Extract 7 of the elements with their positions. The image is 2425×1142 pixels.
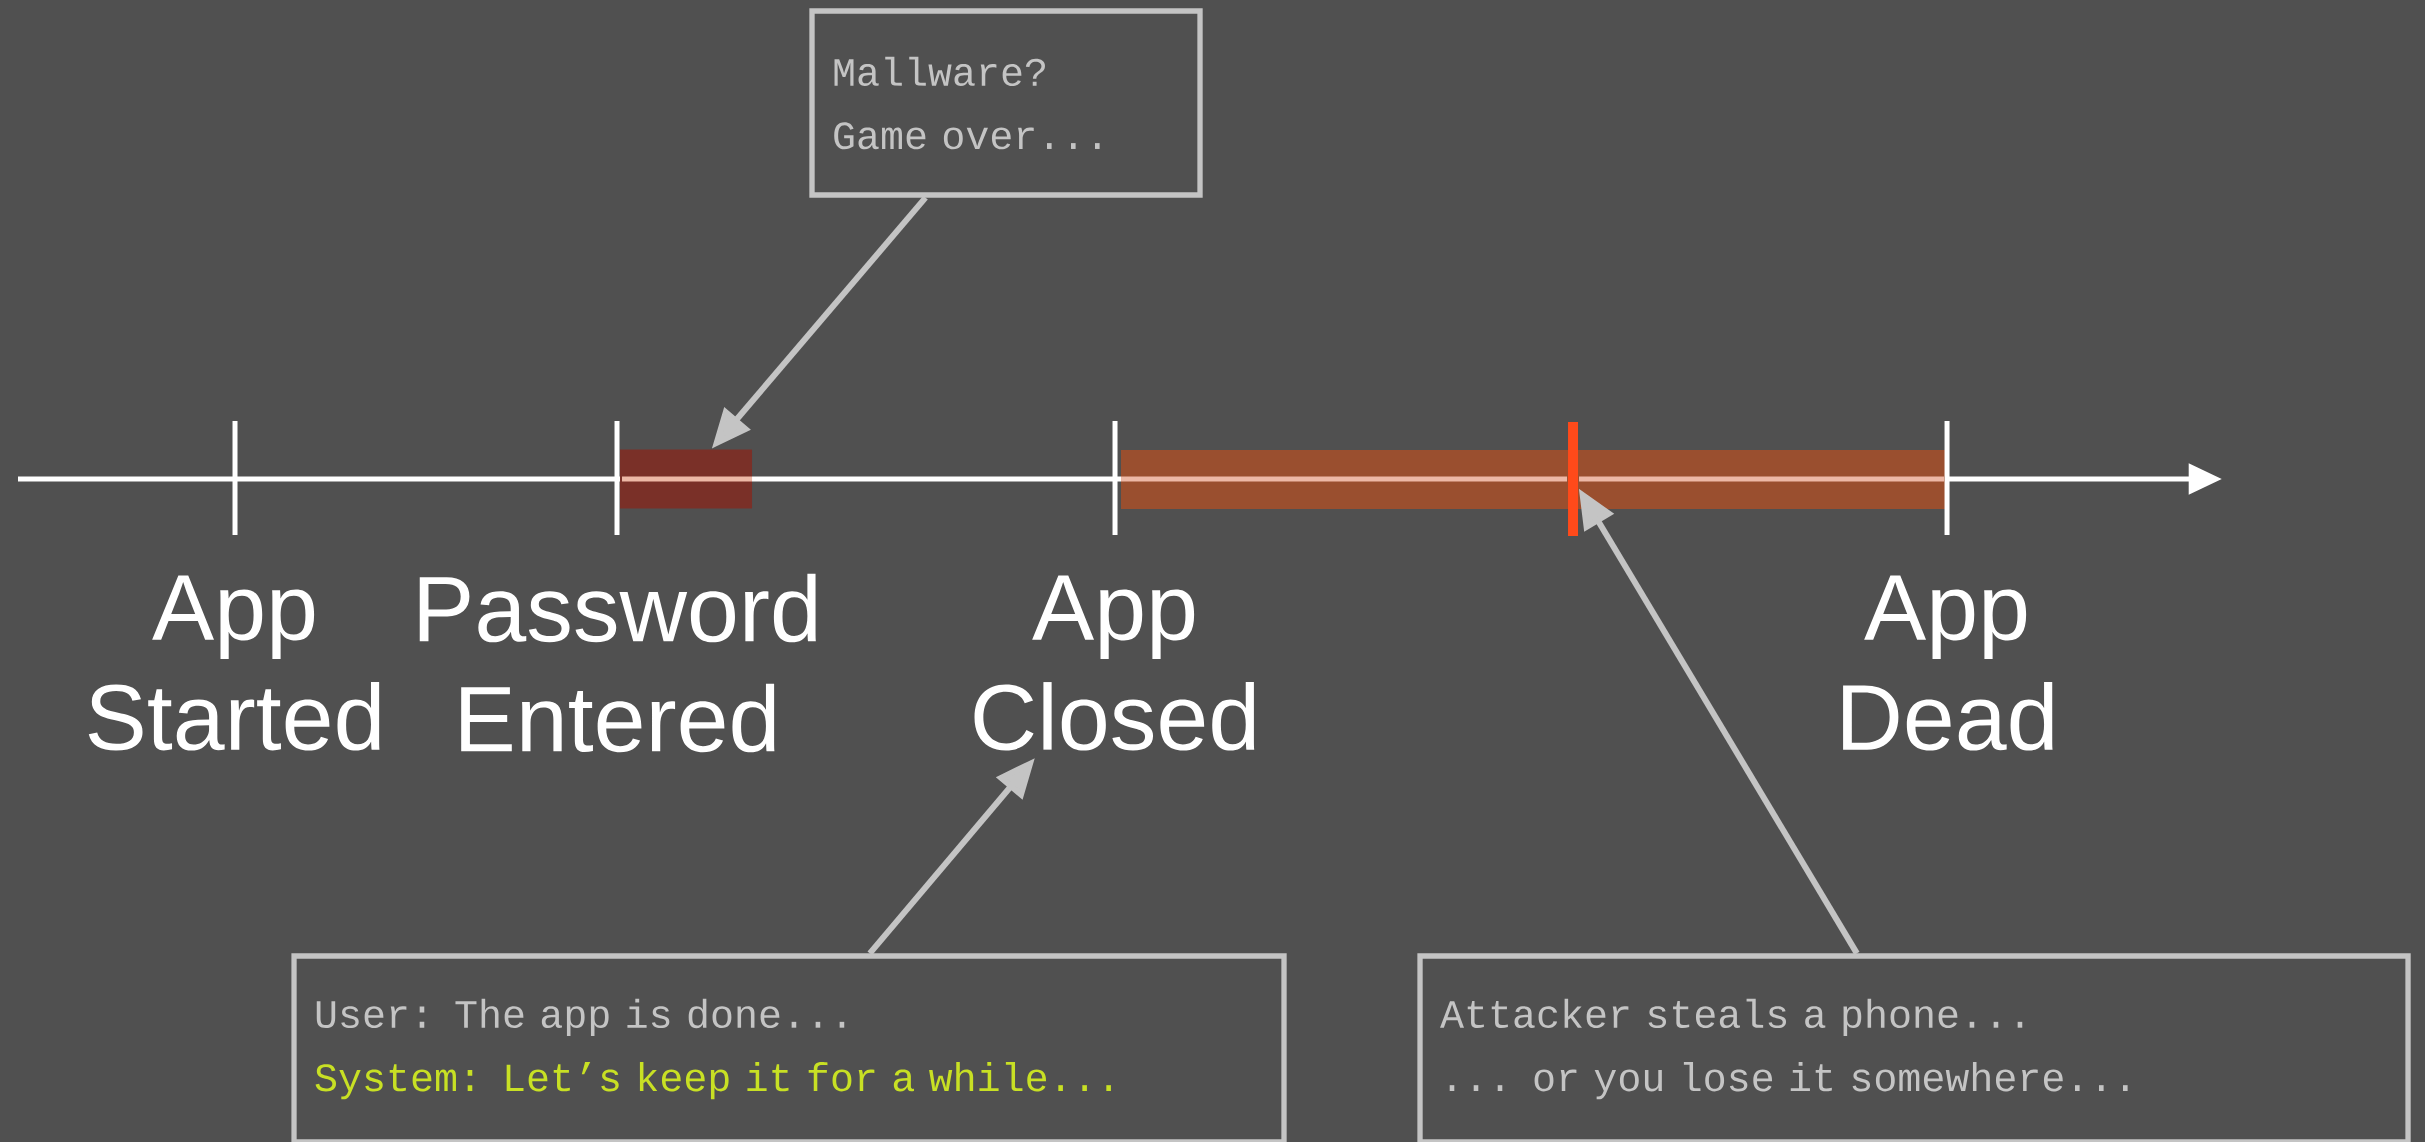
timeline-label: App Dead [1843, 575, 2053, 751]
callout-box: User: The app is done... System: Let’s keep it for a while... [291, 953, 1287, 1142]
timeline-label: App Closed [974, 575, 1255, 751]
timeline-label: App Started [88, 575, 380, 751]
callout-box: Attacker steals a phone... ... or you lose it somewhere... [1417, 953, 2411, 1142]
callout-box: Mallware? Game over... [809, 8, 1203, 198]
timeline-label: Password Entered [419, 573, 816, 753]
